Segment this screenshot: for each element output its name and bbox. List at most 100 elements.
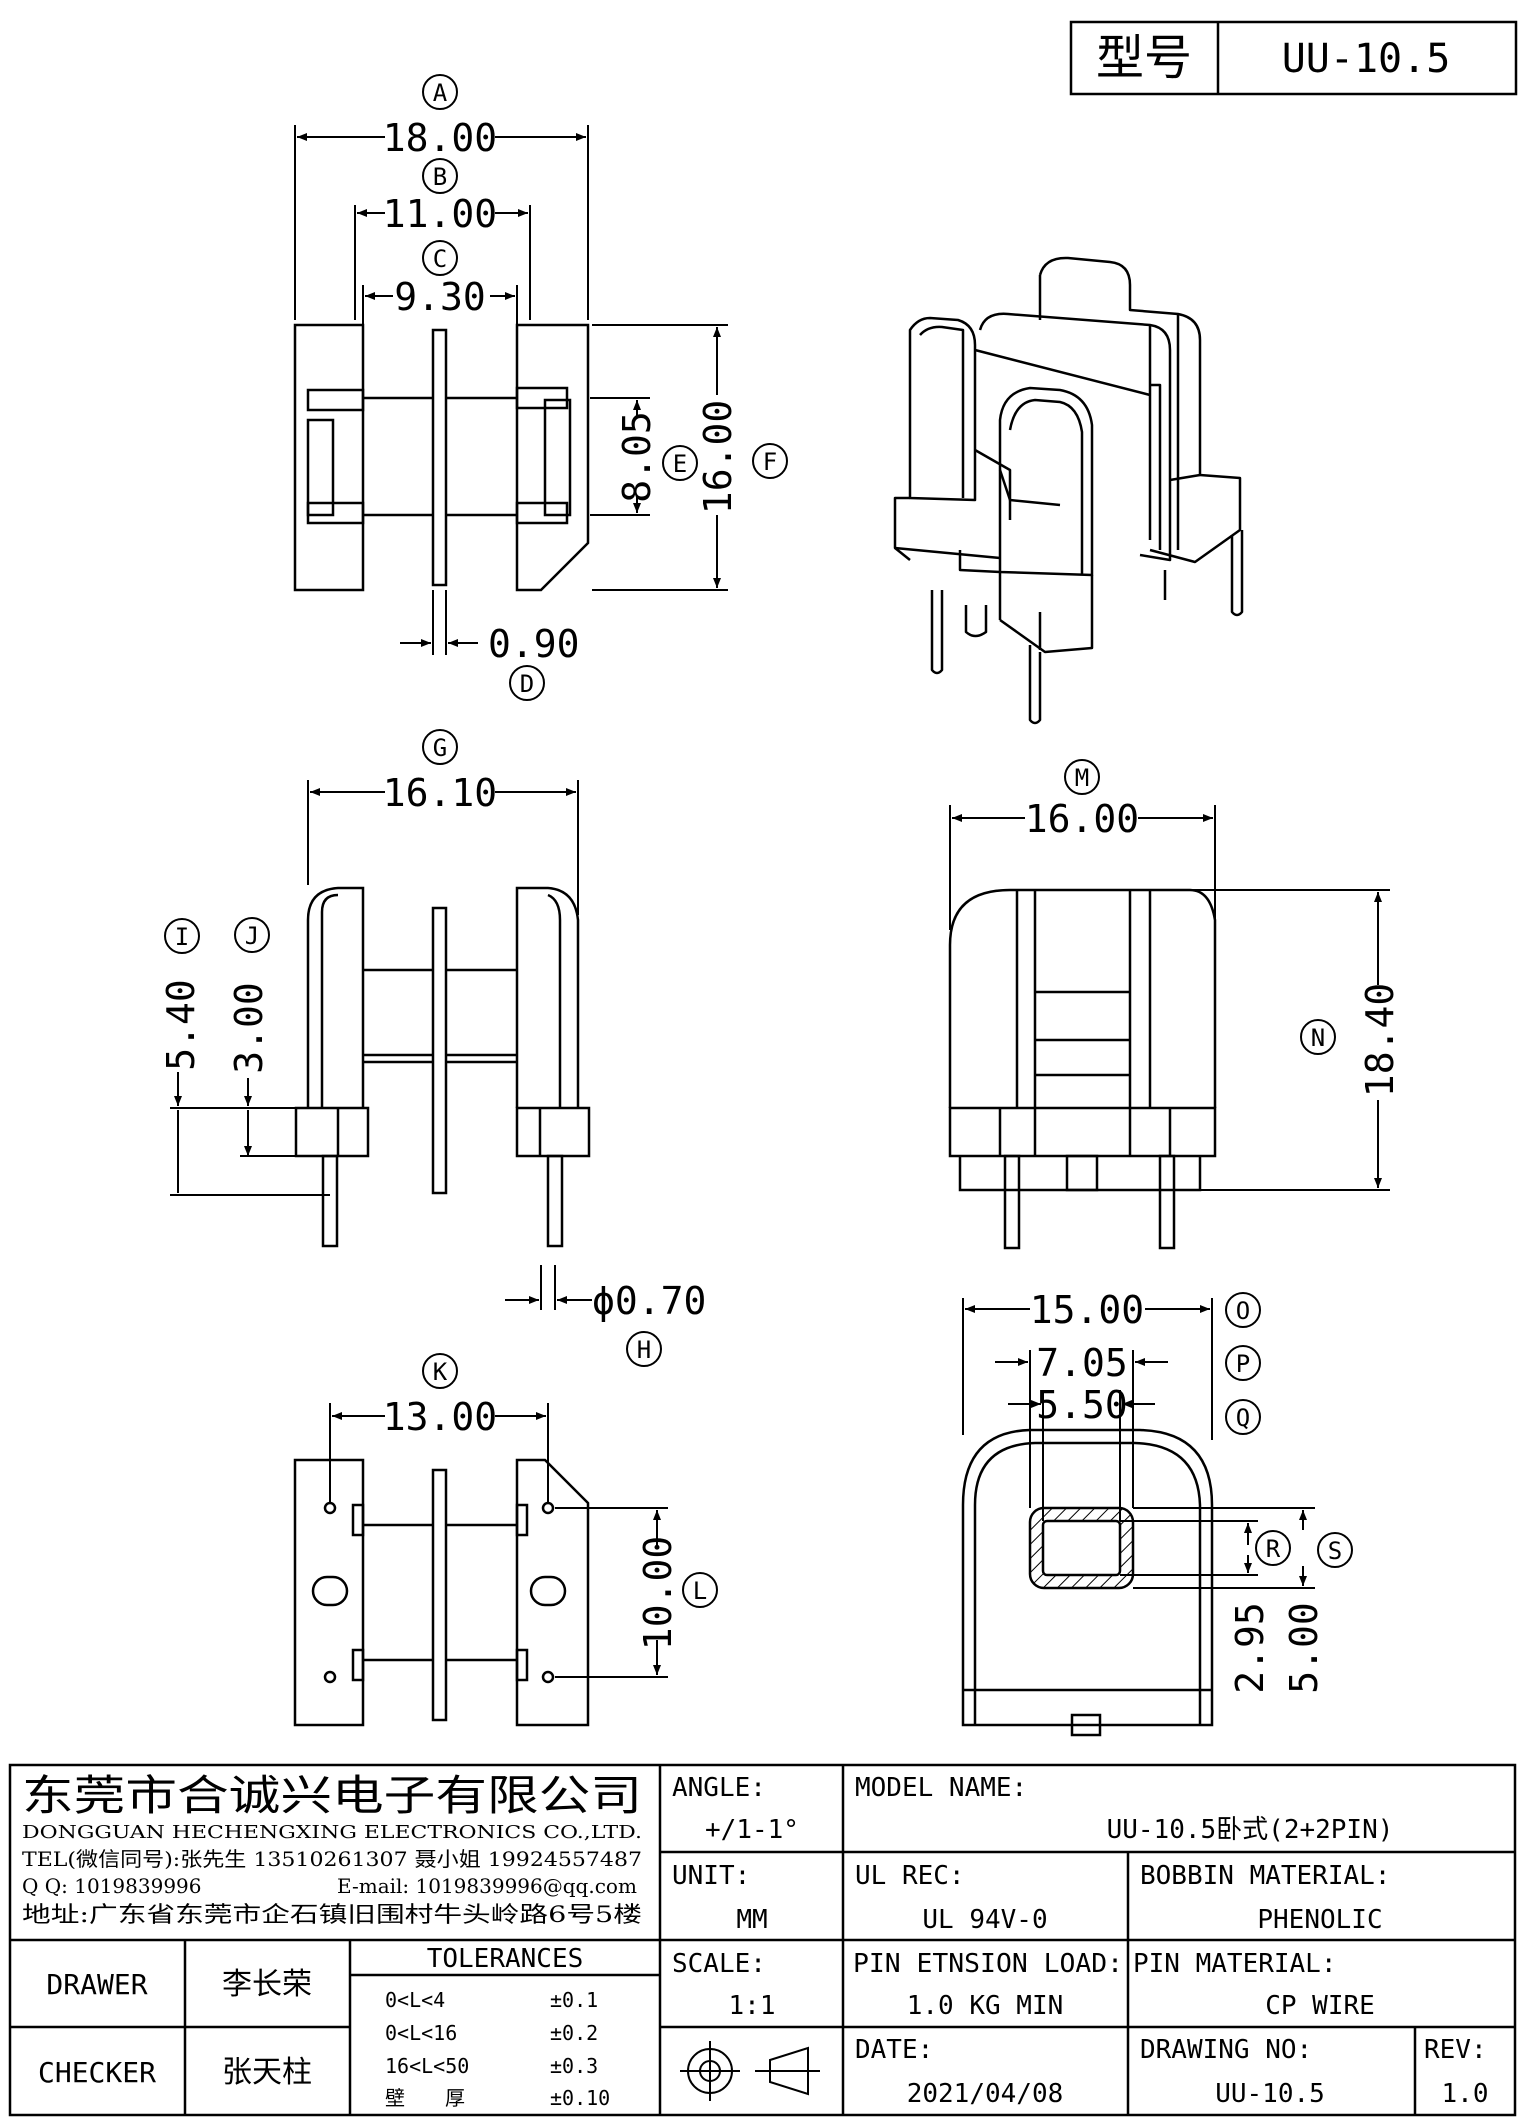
dim-i-balloon: I xyxy=(164,918,200,954)
company-address: 地址:广东省东莞市企石镇旧围村牛头岭路6号5楼 xyxy=(22,1903,642,1928)
pin-load-value: 1.0 KG MIN xyxy=(907,1991,1064,2021)
dim-q-line xyxy=(1008,1390,1155,1521)
isometric-view xyxy=(893,256,1244,725)
scale-value: 1:1 xyxy=(729,1991,776,2021)
dim-c-line xyxy=(362,285,518,325)
dim-s-value: 5.00 xyxy=(1282,1602,1326,1694)
dim-p-value: 7.05 xyxy=(1036,1341,1128,1385)
tol-range-1: 0<L<4 xyxy=(385,1988,445,2012)
dim-m-value: 16.00 xyxy=(1025,797,1139,841)
dim-k-line xyxy=(329,1403,549,1503)
svg-text:A: A xyxy=(433,79,448,107)
tol-value-1: ±0.1 xyxy=(550,1988,598,2012)
side-view xyxy=(294,886,591,1248)
tol-value-4: ±0.10 xyxy=(550,2086,610,2110)
date-label: DATE: xyxy=(855,2035,933,2065)
bobbin-material-label: BOBBIN MATERIAL: xyxy=(1140,1861,1390,1891)
dim-e-balloon: E xyxy=(662,445,698,481)
dim-h-balloon: H xyxy=(626,1331,662,1367)
drawer-label: DRAWER xyxy=(46,1968,147,2001)
angle-label: ANGLE: xyxy=(672,1773,766,1803)
title-block-grid xyxy=(8,1763,1517,2117)
company-email: E-mail: 1019839996@qq.com xyxy=(337,1874,637,1898)
dim-j-balloon: J xyxy=(234,917,270,953)
section-view xyxy=(961,1428,1214,1737)
svg-text:L: L xyxy=(693,1577,707,1605)
svg-text:P: P xyxy=(1236,1350,1250,1378)
model-header-box xyxy=(1069,20,1518,96)
dim-o-value: 15.00 xyxy=(1030,1288,1144,1332)
dim-l-line xyxy=(555,1507,668,1678)
dim-h-line xyxy=(505,1265,592,1310)
pin-material-value: CP WIRE xyxy=(1265,1991,1375,2021)
dim-d-balloon: D xyxy=(509,665,545,701)
dim-k-value: 13.00 xyxy=(383,1395,497,1439)
svg-text:B: B xyxy=(433,163,447,191)
svg-text:M: M xyxy=(1075,764,1089,792)
dim-f-balloon: F xyxy=(752,443,788,479)
dim-m-line xyxy=(949,805,1216,930)
svg-text:E: E xyxy=(673,450,687,478)
dim-r-balloon: R xyxy=(1255,1530,1291,1566)
dim-i-value: 5.40 xyxy=(159,979,203,1071)
dim-k-balloon: K xyxy=(422,1353,458,1389)
svg-text:R: R xyxy=(1266,1535,1281,1563)
svg-text:G: G xyxy=(433,734,447,762)
dim-b-balloon: B xyxy=(422,158,458,194)
tol-range-2: 0<L<16 xyxy=(385,2021,457,2045)
rev-label: REV: xyxy=(1424,2035,1487,2065)
tolerances-title: TOLERANCES xyxy=(427,1944,584,1974)
unit-label: UNIT: xyxy=(672,1861,750,1891)
drawer-value: 李长荣 xyxy=(222,1967,312,2002)
svg-text:N: N xyxy=(1311,1024,1325,1052)
date-value: 2021/04/08 xyxy=(907,2079,1064,2109)
dim-g-balloon: G xyxy=(422,729,458,765)
dim-b-value: 11.00 xyxy=(383,192,497,236)
checker-value: 张天柱 xyxy=(222,2055,312,2090)
tol-value-3: ±0.3 xyxy=(550,2054,598,2078)
unit-value: MM xyxy=(736,1905,767,1935)
dim-o-balloon: O xyxy=(1225,1292,1261,1328)
dim-g-line xyxy=(307,780,579,915)
dim-j-value: 3.00 xyxy=(227,982,271,1074)
top-view xyxy=(293,323,590,592)
drawing-no-value: UU-10.5 xyxy=(1215,2079,1325,2109)
dim-p-balloon: P xyxy=(1225,1345,1261,1381)
dim-j-line xyxy=(240,1078,296,1157)
dim-f-value: 16.00 xyxy=(696,400,740,514)
model-name-value: UU-10.5卧式(2+2PIN) xyxy=(1107,1815,1394,1845)
dim-o-line xyxy=(962,1298,1213,1440)
dim-a-value: 18.00 xyxy=(383,116,497,160)
dim-b-line xyxy=(354,205,531,320)
dim-a-balloon: A xyxy=(422,74,458,110)
model-name-label: MODEL NAME: xyxy=(855,1773,1027,1803)
dim-e-line xyxy=(590,397,650,516)
svg-text:C: C xyxy=(433,245,447,273)
dim-m-balloon: M xyxy=(1064,759,1100,795)
tol-range-3: 16<L<50 xyxy=(385,2054,469,2078)
svg-text:F: F xyxy=(763,448,777,476)
pin-load-label: PIN ETNSION LOAD: xyxy=(853,1949,1123,1979)
scale-label: SCALE: xyxy=(672,1949,766,1979)
dim-n-line xyxy=(1175,889,1390,1191)
bottom-view xyxy=(293,1458,590,1727)
svg-text:J: J xyxy=(245,922,259,950)
dim-f-line xyxy=(592,324,728,591)
svg-text:D: D xyxy=(520,670,534,698)
dim-l-balloon: L xyxy=(682,1572,718,1608)
dim-d-value: 0.90 xyxy=(488,622,580,666)
ul-rec-value: UL 94V-0 xyxy=(922,1905,1047,1935)
dim-d-line xyxy=(400,590,478,655)
ul-rec-label: UL REC: xyxy=(855,1861,965,1891)
pin-material-label: PIN MATERIAL: xyxy=(1133,1949,1337,1979)
svg-text:I: I xyxy=(175,923,189,951)
dim-c-balloon: C xyxy=(422,240,458,276)
dim-q-value: 5.50 xyxy=(1036,1383,1128,1427)
company-name-en: DONGGUAN HECHENGXING ELECTRONICS CO.,LTD… xyxy=(22,1822,642,1843)
dim-l-value: 10.00 xyxy=(636,1536,680,1650)
svg-text:Q: Q xyxy=(1236,1404,1250,1432)
dim-r-value: 2.95 xyxy=(1228,1602,1272,1694)
dim-n-value: 18.40 xyxy=(1358,983,1402,1097)
dim-g-value: 16.10 xyxy=(383,771,497,815)
